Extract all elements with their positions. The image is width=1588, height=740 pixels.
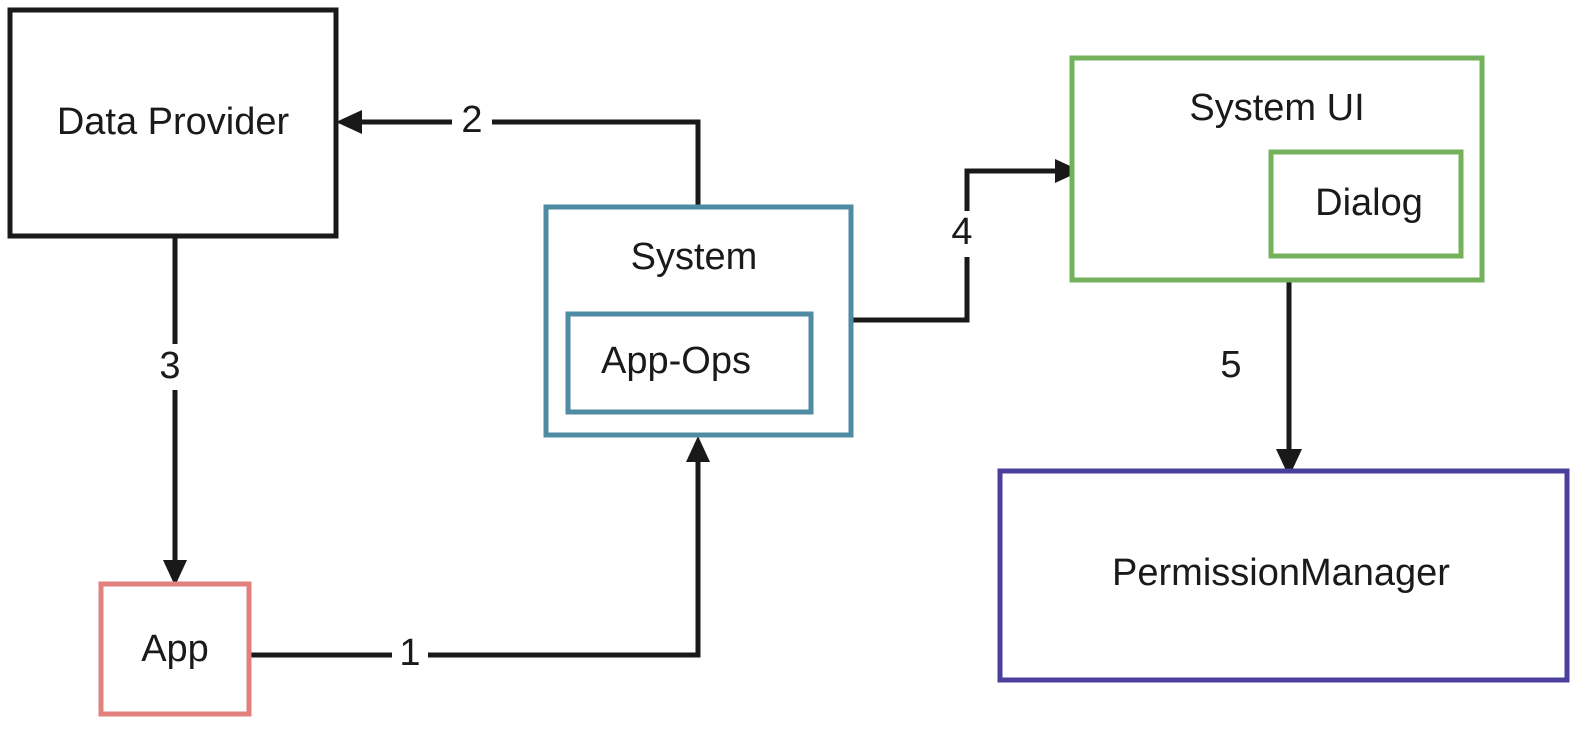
edge-2-path <box>348 119 701 210</box>
edge-1-group: 1 <box>250 436 710 678</box>
edge-1-label-backdrop <box>392 632 428 678</box>
data-provider-box[interactable] <box>7 7 339 239</box>
edge-4-label-backdrop <box>947 211 985 257</box>
app-ops-label: App-Ops <box>601 340 751 382</box>
edge-5-label-backdrop <box>1212 344 1250 390</box>
dialog-box[interactable] <box>1268 149 1464 259</box>
node-data-provider[interactable]: Data Provider <box>7 7 339 239</box>
node-system-ui[interactable]: System UI Dialog <box>1069 55 1485 283</box>
edge-4-arrowhead-icon <box>1055 159 1081 183</box>
edge-5-arrowhead-icon <box>1276 449 1302 477</box>
edge-2-label-backdrop <box>452 99 492 145</box>
node-permission-manager[interactable]: PermissionManager <box>997 468 1570 683</box>
permission-manager-box[interactable] <box>997 468 1570 683</box>
permission-manager-label: PermissionManager <box>1112 552 1450 594</box>
edge-2-label: 2 <box>461 99 482 141</box>
app-label: App <box>141 628 209 670</box>
node-app[interactable]: App <box>98 581 252 717</box>
node-system[interactable]: System App-Ops <box>543 204 854 438</box>
edge-4-label: 4 <box>951 211 972 253</box>
data-provider-label: Data Provider <box>57 101 290 143</box>
edge-5-group: 5 <box>1212 280 1302 477</box>
edge-4-group: 4 <box>851 159 1081 323</box>
edge-3-arrowhead-icon <box>163 560 187 586</box>
edge-1-path <box>250 448 701 658</box>
edge-3-label-backdrop <box>150 344 180 390</box>
app-ops-box[interactable] <box>565 311 814 415</box>
system-label: System <box>631 236 758 278</box>
edge-5-label: 5 <box>1220 344 1241 386</box>
edge-3-group: 3 <box>150 236 187 586</box>
edge-1-arrowhead-icon <box>686 436 710 462</box>
edge-1-label: 1 <box>399 632 420 674</box>
app-box[interactable] <box>98 581 252 717</box>
edge-3-label: 3 <box>159 345 180 387</box>
edge-2-arrowhead-icon <box>336 110 362 134</box>
edge-2-group: 2 <box>336 99 701 210</box>
system-ui-label: System UI <box>1189 87 1364 129</box>
dialog-label: Dialog <box>1315 182 1423 224</box>
